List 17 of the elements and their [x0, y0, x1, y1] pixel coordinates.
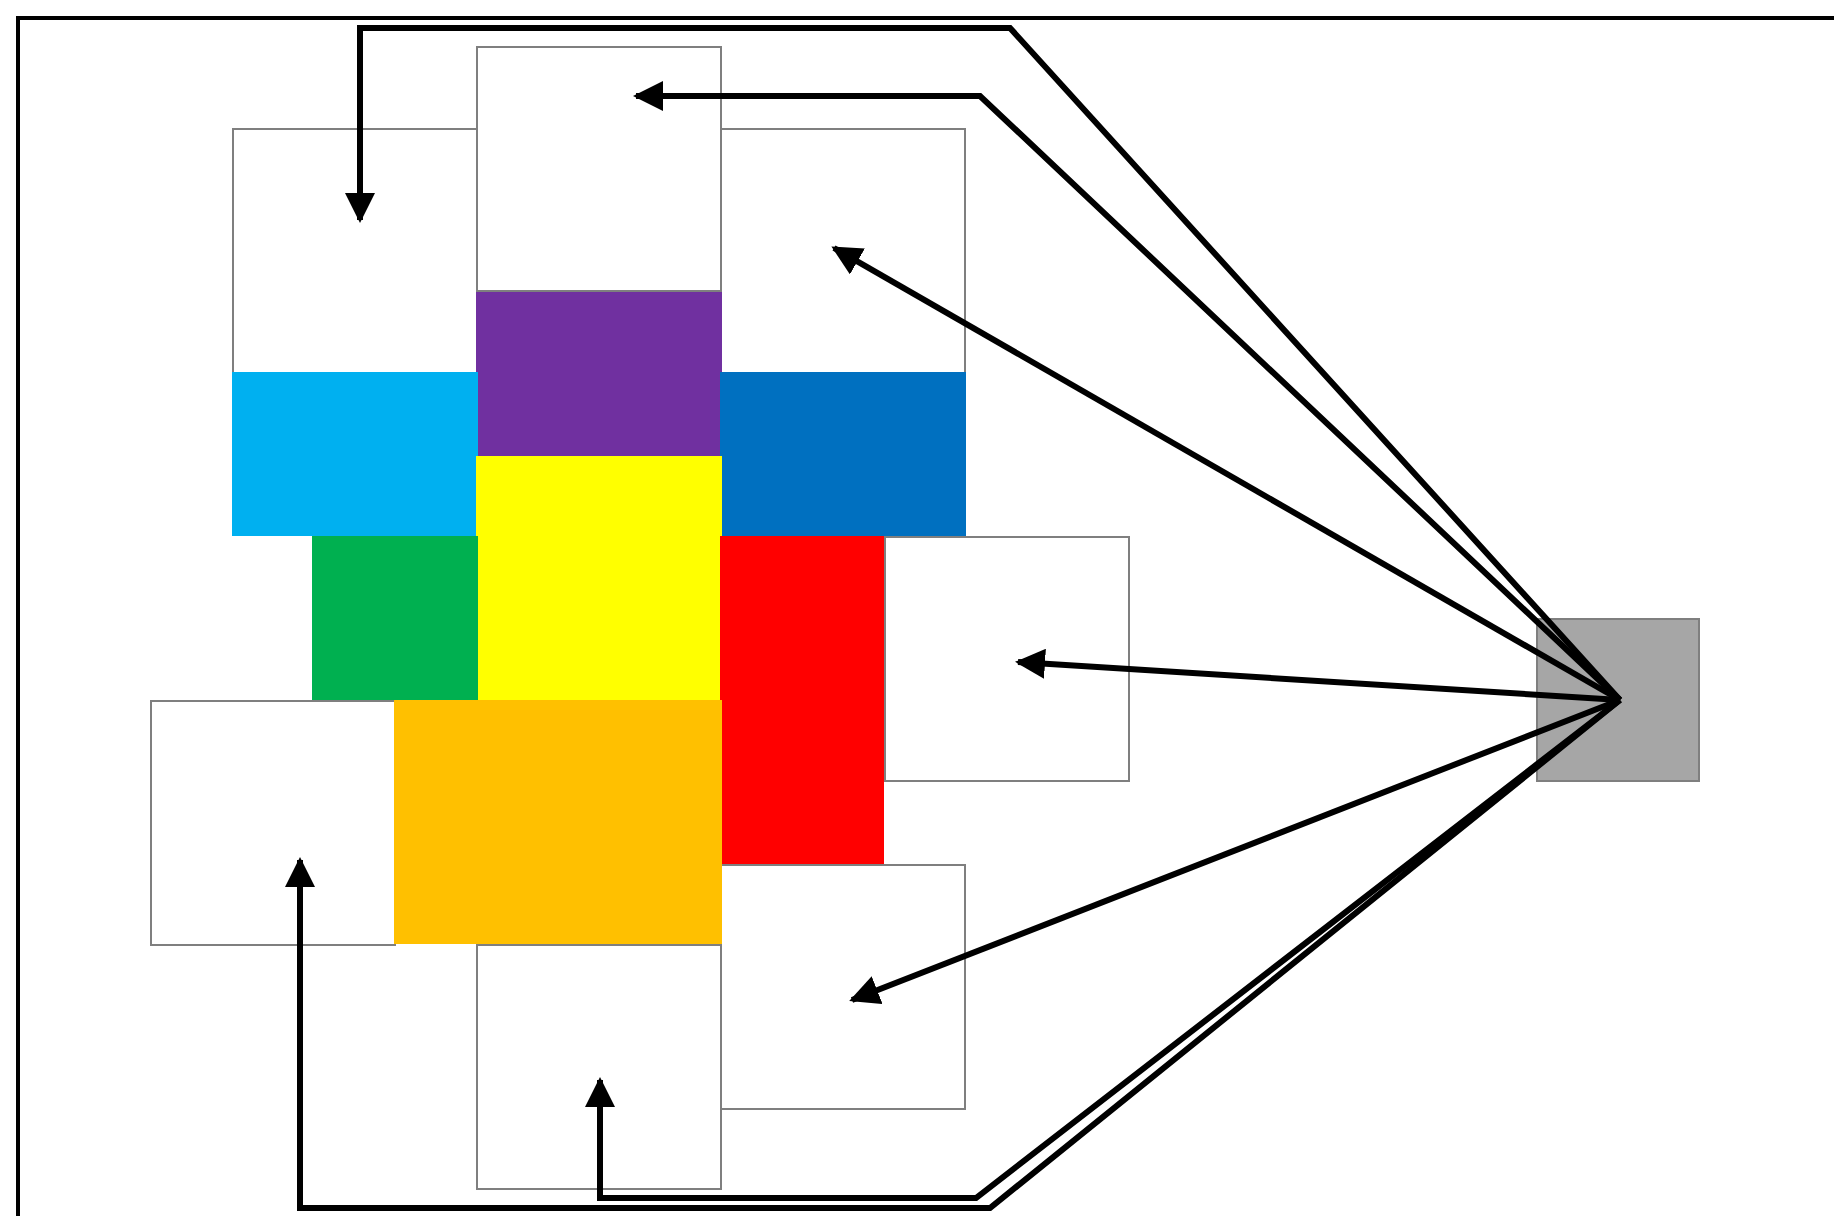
empty-box	[720, 128, 966, 374]
filled-block	[232, 372, 478, 536]
arrow	[345, 25, 1623, 702]
empty-box	[884, 536, 1130, 782]
empty-box	[720, 864, 966, 1110]
filled-block	[720, 536, 884, 864]
empty-box	[476, 46, 722, 292]
filled-block	[476, 292, 722, 456]
filled-block	[394, 700, 722, 944]
arrow	[585, 697, 1622, 1201]
arrow	[831, 245, 1622, 703]
filled-block	[312, 536, 478, 700]
filled-block	[720, 372, 966, 536]
filled-block	[476, 456, 722, 700]
empty-box	[232, 128, 478, 374]
arrow	[849, 697, 1622, 1005]
empty-box	[476, 944, 722, 1190]
